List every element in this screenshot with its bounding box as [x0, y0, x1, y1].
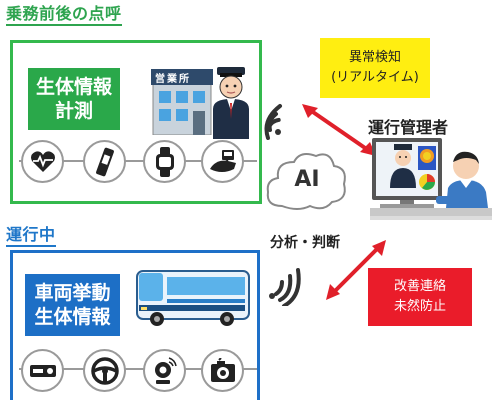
- camera-icon: [201, 349, 244, 392]
- section-title-text: 運行中: [6, 225, 56, 244]
- heart-rate-icon: [21, 140, 64, 183]
- roll-call-panel: 生体情報 計測 営業所: [10, 40, 262, 204]
- wireless-signal-icon: [262, 264, 302, 308]
- office-building-icon: 営業所: [151, 67, 213, 136]
- anomaly-line2: (リアルタイム): [331, 70, 419, 85]
- anomaly-line1: 異常検知: [348, 50, 401, 65]
- wireless-signal-icon: [264, 98, 304, 140]
- double-arrow-bottom: [322, 238, 388, 302]
- bus-icon: [135, 267, 251, 329]
- vehicle-bio-label: 車両挙動 生体情報: [25, 274, 120, 336]
- improve-line2: 未然防止: [393, 299, 446, 314]
- driver-icon: [209, 65, 253, 139]
- improve-line1: 改善連絡: [393, 279, 446, 294]
- steering-wheel-icon: [83, 349, 126, 392]
- anomaly-detection-callout: 異常検知 (リアルタイム): [320, 38, 430, 98]
- breathalyzer-icon: [83, 140, 126, 183]
- bio-measure-label: 生体情報 計測: [28, 68, 120, 130]
- office-sign: 営業所: [155, 74, 191, 85]
- vehicle-bio-line2: 生体情報: [34, 306, 111, 328]
- ai-cloud-icon: [264, 148, 348, 214]
- section-title-driving: 運行中: [6, 225, 56, 247]
- analysis-label: 分析・判断: [270, 235, 340, 251]
- driving-panel: 車両挙動 生体情報: [10, 250, 260, 400]
- manager-label: 運行管理者: [368, 118, 449, 137]
- improvement-callout: 改善連絡 未然防止: [368, 268, 472, 326]
- vehicle-bio-line1: 車両挙動: [34, 282, 111, 304]
- dashcam-icon: [21, 349, 64, 392]
- bio-measure-line2: 計測: [54, 100, 93, 122]
- bio-measure-line1: 生体情報: [35, 76, 112, 98]
- driver-camera-icon: [143, 349, 186, 392]
- section-title-text: 乗務前後の点呼: [6, 4, 122, 23]
- ai-label: AI: [294, 167, 320, 192]
- manager-desk-icon: [370, 136, 492, 240]
- section-title-roll-call: 乗務前後の点呼: [6, 4, 122, 26]
- smartwatch-icon: [143, 140, 186, 183]
- blood-pressure-icon: [201, 140, 244, 183]
